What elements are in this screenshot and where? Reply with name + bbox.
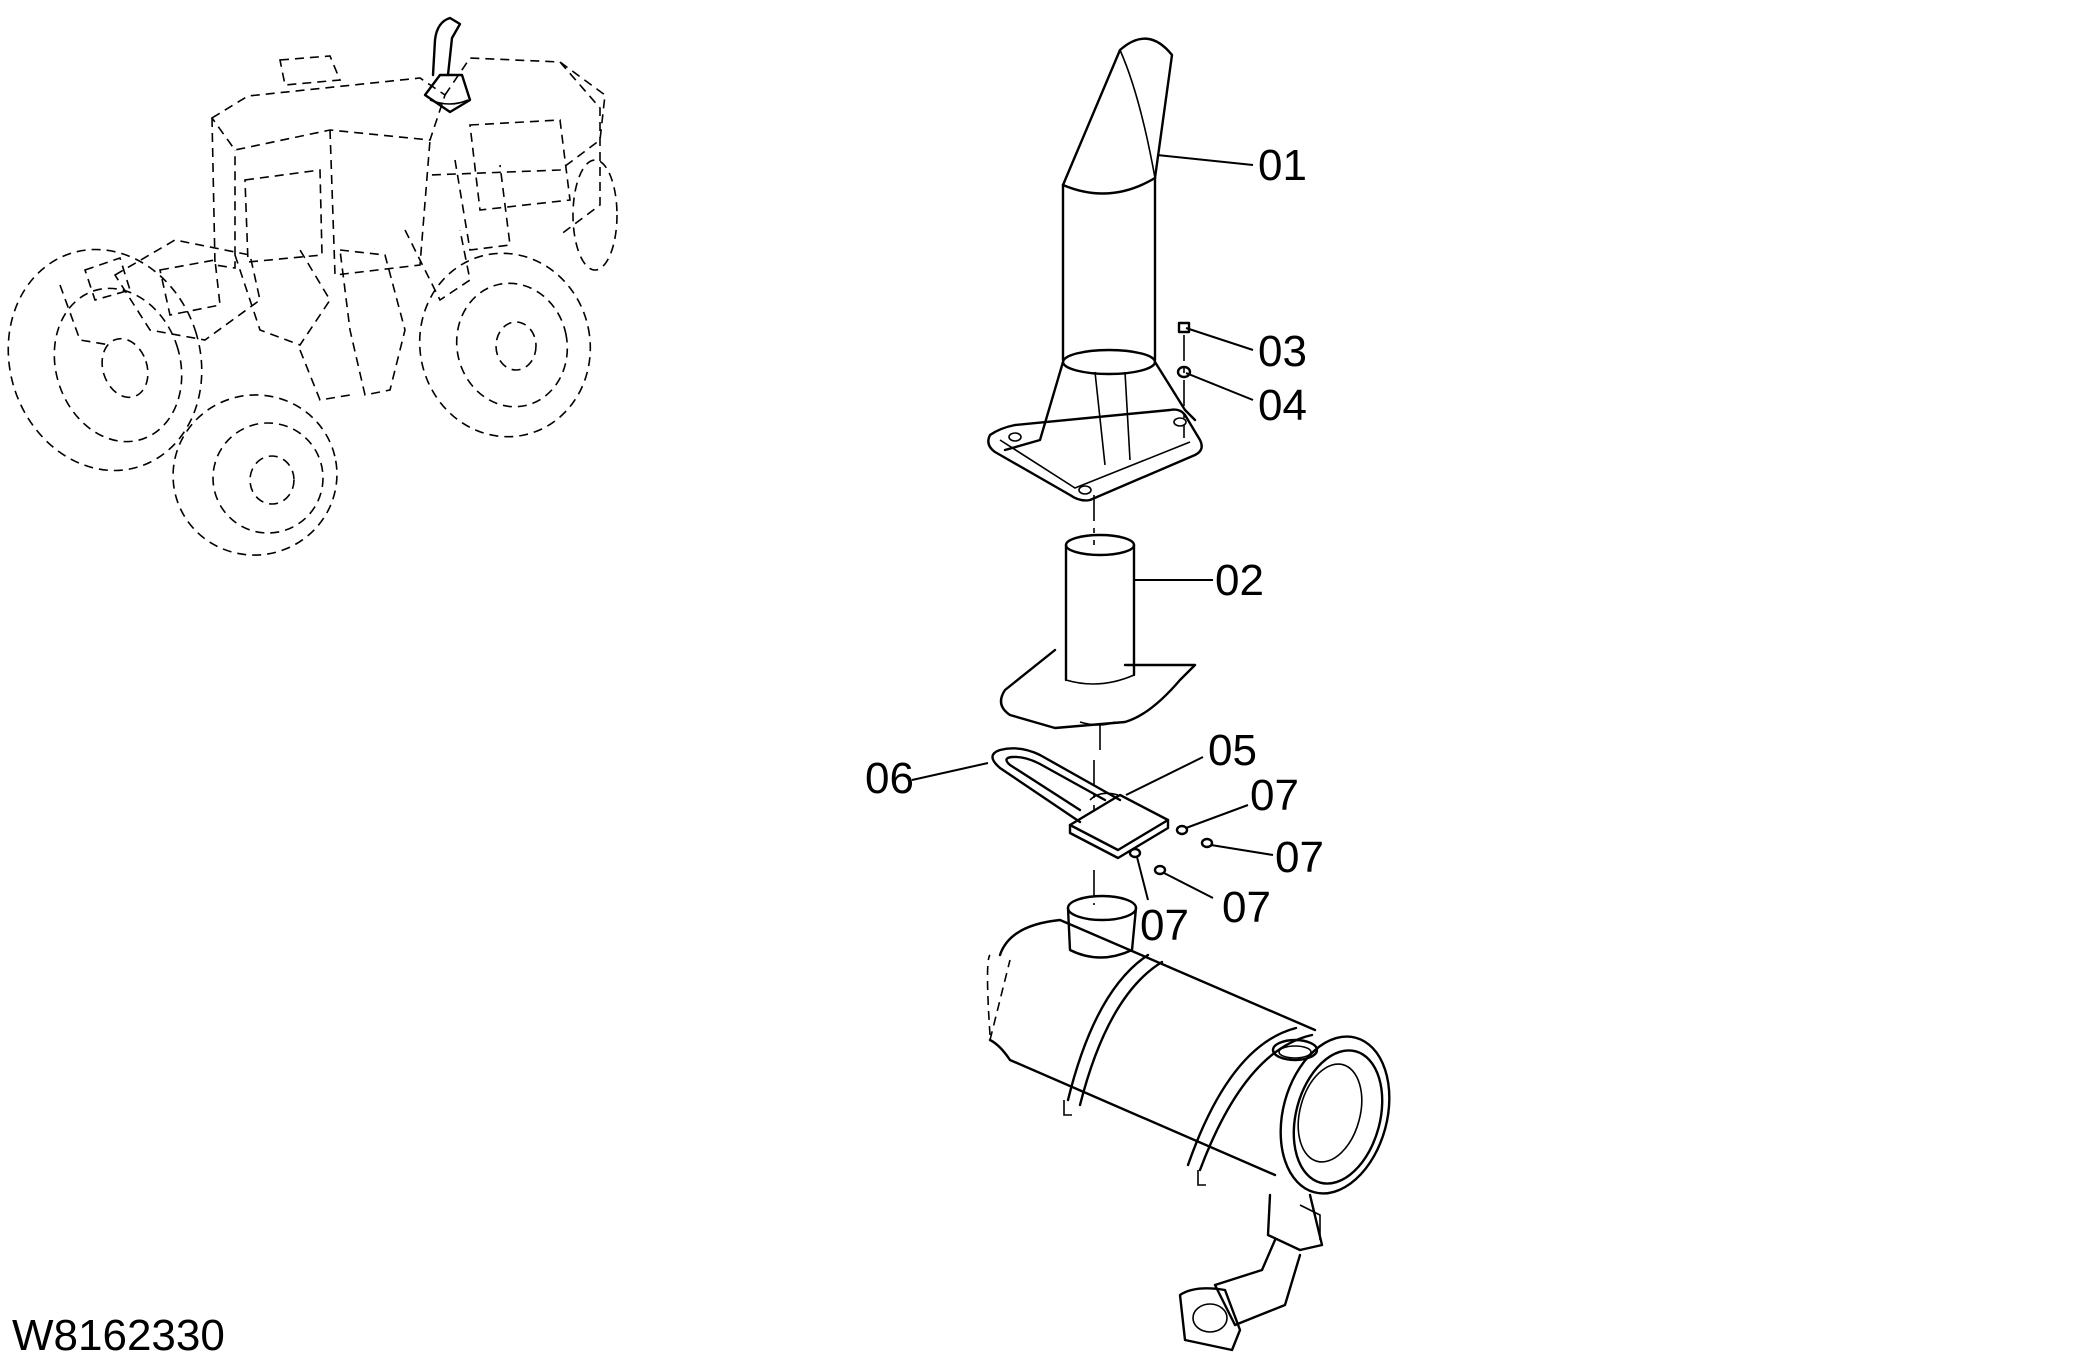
muffler [986, 894, 1391, 1352]
part-02-pipe [999, 533, 1197, 730]
centerline-main [1093, 495, 1101, 905]
part-04-washer [1176, 365, 1192, 379]
callout-06: 06 [865, 754, 914, 803]
callout-07-right: 07 [1275, 833, 1324, 882]
part-03-bolt [1177, 321, 1191, 334]
machine-locator-view [7, 16, 618, 556]
part-06-u-bolt [991, 747, 1122, 824]
leader-lines [911, 154, 1274, 901]
part-07-nuts [1128, 824, 1214, 876]
callout-02: 02 [1215, 556, 1264, 605]
part-01-exhaust-stack [987, 37, 1203, 502]
callout-03: 03 [1258, 327, 1307, 376]
callout-01: 01 [1258, 141, 1307, 190]
callout-07-lower-right: 07 [1222, 883, 1271, 932]
part-05-clamp-plate [1068, 793, 1170, 860]
callout-07-upper: 07 [1250, 771, 1299, 820]
callout-07-lower-left: 07 [1140, 901, 1189, 950]
callout-04: 04 [1258, 381, 1307, 430]
drawing-id: W8162330 [12, 1311, 225, 1360]
callout-05: 05 [1208, 726, 1257, 775]
